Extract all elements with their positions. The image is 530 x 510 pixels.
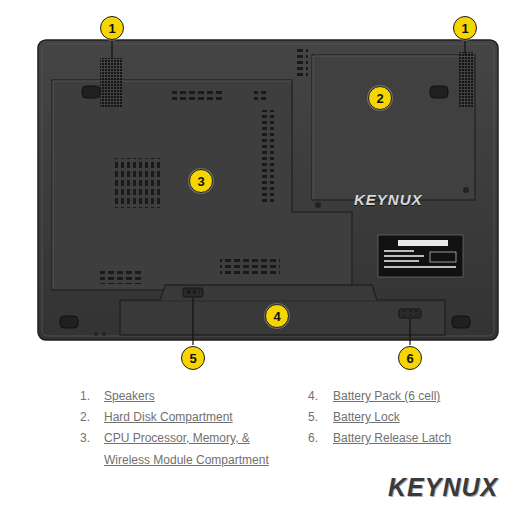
label-holder: 2. — [80, 406, 90, 428]
list-item: Speakers — [104, 385, 155, 407]
callout-circle: 3 — [189, 169, 213, 193]
list-number: 5. — [308, 406, 318, 428]
callout-number: 2 — [376, 92, 383, 105]
label-holder: 6. — [308, 427, 318, 449]
list-number: 1. — [80, 385, 90, 407]
list-item: Battery Pack (6 cell) — [333, 385, 440, 407]
list-number: 4. — [308, 385, 318, 407]
callout-circle: 1 — [453, 16, 477, 40]
label-holder: Battery Release Latch — [333, 427, 451, 449]
callout-number: 4 — [273, 310, 280, 323]
label-holder: 4. — [308, 385, 318, 407]
callout-circle: 5 — [181, 346, 205, 370]
label-holder: 5. — [308, 406, 318, 428]
callout-circle: 6 — [398, 346, 422, 370]
callout-circle: 2 — [368, 86, 392, 110]
list-number: 6. — [308, 427, 318, 449]
label-holder: Battery Pack (6 cell) — [333, 385, 440, 407]
label-holder: 3. — [80, 427, 90, 449]
label-holder: Battery Lock — [333, 406, 400, 428]
list-item: Hard Disk Compartment — [104, 406, 233, 428]
list-item: CPU Processor, Memory, & Wireless Module… — [104, 427, 282, 471]
label-holder: Hard Disk Compartment — [104, 406, 233, 428]
callout-circle: 1 — [100, 16, 124, 40]
list-number: 3. — [80, 427, 90, 449]
list-item: Battery Release Latch — [333, 427, 451, 449]
label-holder: KEYNUX — [354, 191, 423, 209]
callout-number: 1 — [461, 22, 468, 35]
list-item: Battery Lock — [333, 406, 400, 428]
label-holder: KEYNUX — [388, 473, 498, 502]
callout-number: 5 — [189, 352, 196, 365]
callout-number: 3 — [197, 175, 204, 188]
label-holder: Speakers — [104, 385, 155, 407]
label-holder: 1. — [80, 385, 90, 407]
callout-number: 6 — [406, 352, 413, 365]
callout-number: 1 — [108, 22, 115, 35]
label-holder: CPU Processor, Memory, & Wireless Module… — [104, 427, 282, 471]
callout-circle: 4 — [265, 304, 289, 328]
list-number: 2. — [80, 406, 90, 428]
brand-logo: KEYNUX — [388, 473, 498, 502]
brand-logo: KEYNUX — [354, 191, 423, 208]
